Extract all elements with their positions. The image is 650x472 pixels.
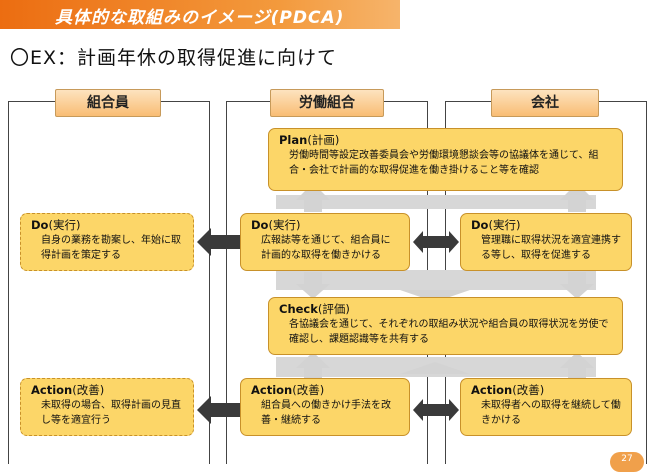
company-do-body: 管理職に取得状況を適宜連携する等し、取得を促進する xyxy=(481,235,621,261)
company-do-box: Do(実行) 管理職に取得状況を適宜連携する等し、取得を促進する xyxy=(460,213,632,271)
flow-band-lower xyxy=(276,270,596,290)
member-do-title: Do xyxy=(31,218,49,232)
union-action-box: Action(改善) 組合員への働きかけ手法を改善・継続する xyxy=(240,378,410,436)
subtitle: 〇EX：計画年休の取得促進に向けて xyxy=(10,47,338,69)
company-do-title: Do xyxy=(471,218,489,232)
company-up-arrow-lower xyxy=(560,352,594,380)
union-to-member-arrow-do xyxy=(197,228,242,256)
union-action-title: Action xyxy=(251,383,293,397)
page-title: 具体的な取組みのイメージ(PDCA) xyxy=(55,8,345,28)
column-header-company: 会社 xyxy=(491,89,599,117)
union-up-arrow-lower xyxy=(296,352,330,380)
plan-title: Plan xyxy=(279,133,308,147)
member-do-box: Do(実行) 自身の業務を勘案し、年始に取得計画を策定する xyxy=(20,213,194,271)
member-do-body: 自身の業務を勘案し、年始に取得計画を策定する xyxy=(41,235,181,261)
check-title: Check xyxy=(279,302,318,316)
company-do-title-suffix: (実行) xyxy=(488,218,521,232)
member-action-title: Action xyxy=(31,383,73,397)
union-do-box: Do(実行) 広報誌等を通じて、組合員に計画的な取得を働きかける xyxy=(240,213,410,271)
company-action-box: Action(改善) 未取得者への取得を継続して働きかける xyxy=(460,378,632,436)
union-action-title-suffix: (改善) xyxy=(292,383,325,397)
company-action-title-suffix: (改善) xyxy=(512,383,545,397)
plan-title-suffix: (計画) xyxy=(307,133,340,147)
company-action-title: Action xyxy=(471,383,513,397)
check-box: Check(評価) 各協議会を通じて、それぞれの取組み状況や組合員の取得状況を労… xyxy=(268,297,623,355)
union-up-arrow xyxy=(296,183,330,212)
page-number: 27 xyxy=(610,452,644,472)
member-action-body: 未取得の場合、取得計画の見直し等を適宜行う xyxy=(41,400,181,426)
column-header-member: 組合員 xyxy=(55,89,161,117)
member-do-title-suffix: (実行) xyxy=(48,218,81,232)
member-action-title-suffix: (改善) xyxy=(72,383,105,397)
union-company-double-arrow-do xyxy=(413,231,459,253)
column-header-union: 労働組合 xyxy=(270,89,384,117)
union-down-arrow xyxy=(296,272,330,299)
plan-body: 労働時間等設定改善委員会や労働環境懇談会等の協議体を通じて、組合・会社で計画的な… xyxy=(289,150,599,176)
company-down-arrow xyxy=(560,272,594,299)
check-body: 各協議会を通じて、それぞれの取組み状況や組合員の取得状況を労使で確認し、課題認識… xyxy=(289,319,609,345)
union-do-title: Do xyxy=(251,218,269,232)
flow-arrows xyxy=(197,183,594,424)
company-action-body: 未取得者への取得を継続して働きかける xyxy=(481,400,621,426)
union-action-body: 組合員への働きかけ手法を改善・継続する xyxy=(261,400,391,426)
company-up-arrow xyxy=(560,183,594,212)
union-company-double-arrow-action xyxy=(413,399,459,421)
union-to-member-arrow-action xyxy=(197,396,242,424)
flow-band-upper xyxy=(276,195,596,209)
union-do-body: 広報誌等を通じて、組合員に計画的な取得を働きかける xyxy=(261,235,391,261)
center-down-triangle xyxy=(400,290,470,302)
center-up-triangle xyxy=(400,362,470,374)
plan-box: Plan(計画) 労働時間等設定改善委員会や労働環境懇談会等の協議体を通じて、組… xyxy=(268,128,623,191)
union-do-title-suffix: (実行) xyxy=(268,218,301,232)
title-banner: 具体的な取組みのイメージ(PDCA) xyxy=(0,0,400,29)
member-action-box: Action(改善) 未取得の場合、取得計画の見直し等を適宜行う xyxy=(20,378,194,436)
check-title-suffix: (評価) xyxy=(317,302,350,316)
